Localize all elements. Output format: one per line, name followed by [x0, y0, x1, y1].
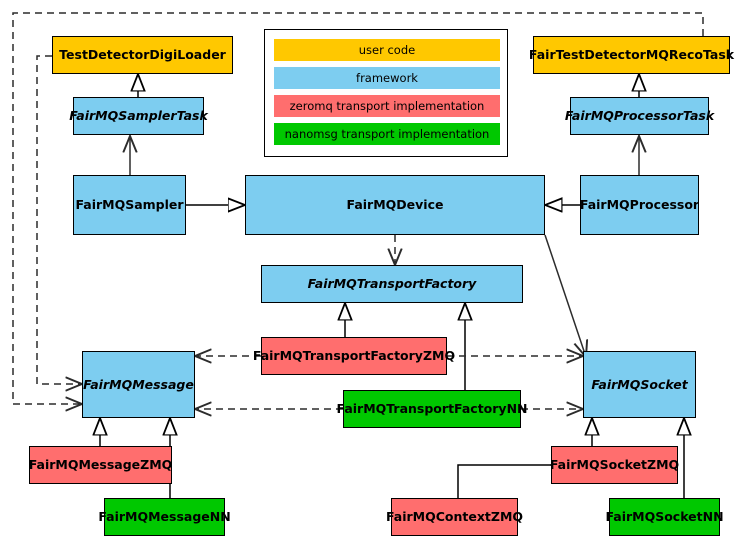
class-node-fairmqtransportfactory[interactable]: FairMQTransportFactory [261, 265, 523, 303]
legend-label-zeromq: zeromq transport implementation [289, 99, 485, 113]
legend-label-user-code: user code [358, 43, 416, 57]
class-node-fairmqmessagenn[interactable]: FairMQMessageNN [98, 498, 231, 536]
class-label-fairmqtransportfactory: FairMQTransportFactory [307, 276, 477, 292]
class-node-fairmqdevice[interactable]: FairMQDevice [245, 175, 545, 235]
legend-item-nanomsg: nanomsg transport implementation [274, 123, 500, 145]
class-node-fairmqsamplertask[interactable]: FairMQSamplerTask [69, 97, 208, 135]
class-node-fairmqprocessor[interactable]: FairMQProcessor [580, 175, 699, 235]
legend-item-user-code: user code [274, 39, 500, 61]
class-node-fairmqcontextzmq[interactable]: FairMQContextZMQ [386, 498, 523, 536]
class-label-testdetectordigiloader: TestDetectorDigiLoader [59, 47, 226, 63]
class-label-fairtestdetectormqrecotask: FairTestDetectorMQRecoTask [528, 47, 735, 63]
class-node-fairmqtransportfactorynn[interactable]: FairMQTransportFactoryNN [337, 390, 528, 428]
edge-sockzmq-contextzmq [457, 465, 551, 498]
class-label-fairmqdevice: FairMQDevice [346, 197, 444, 213]
class-label-fairmqtransportfactoryzmq: FairMQTransportFactoryZMQ [252, 348, 456, 364]
legend: user code framework zeromq transport imp… [264, 29, 508, 157]
class-node-fairmqtransportfactoryzmq[interactable]: FairMQTransportFactoryZMQ [253, 337, 455, 375]
class-label-fairmqsocketzmq: FairMQSocketZMQ [549, 457, 680, 473]
edge-device-socket [544, 234, 586, 357]
class-node-fairmqmessage[interactable]: FairMQMessage [82, 351, 195, 418]
legend-label-nanomsg: nanomsg transport implementation [284, 127, 490, 141]
class-node-fairmqmessagezmq[interactable]: FairMQMessageZMQ [29, 446, 172, 484]
class-label-fairmqtransportfactorynn: FairMQTransportFactoryNN [336, 401, 528, 417]
legend-label-framework: framework [356, 71, 418, 85]
class-label-fairmqmessage: FairMQMessage [83, 376, 194, 392]
class-node-fairmqsocketzmq[interactable]: FairMQSocketZMQ [550, 446, 679, 484]
class-node-fairmqsocketnn[interactable]: FairMQSocketNN [605, 498, 724, 536]
class-label-fairmqsamplertask: FairMQSamplerTask [69, 108, 208, 124]
class-label-fairmqsampler: FairMQSampler [75, 197, 184, 213]
class-label-fairmqmessagezmq: FairMQMessageZMQ [28, 457, 173, 473]
class-node-fairmqsocket[interactable]: FairMQSocket [583, 351, 696, 418]
class-label-fairmqsocket: FairMQSocket [591, 376, 688, 392]
class-label-fairmqmessagenn: FairMQMessageNN [98, 509, 231, 525]
class-label-fairmqsocketnn: FairMQSocketNN [605, 509, 724, 525]
legend-item-framework: framework [274, 67, 500, 89]
class-node-fairtestdetectormqrecotask[interactable]: FairTestDetectorMQRecoTask [529, 36, 734, 74]
legend-item-zeromq: zeromq transport implementation [274, 95, 500, 117]
class-label-fairmqcontextzmq: FairMQContextZMQ [385, 509, 524, 525]
class-node-fairmqprocessortask[interactable]: FairMQProcessorTask [565, 97, 714, 135]
class-label-fairmqprocessortask: FairMQProcessorTask [564, 108, 715, 124]
class-label-fairmqprocessor: FairMQProcessor [579, 197, 700, 213]
class-node-fairmqsampler[interactable]: FairMQSampler [73, 175, 186, 235]
class-node-testdetectordigiloader[interactable]: TestDetectorDigiLoader [52, 36, 233, 74]
